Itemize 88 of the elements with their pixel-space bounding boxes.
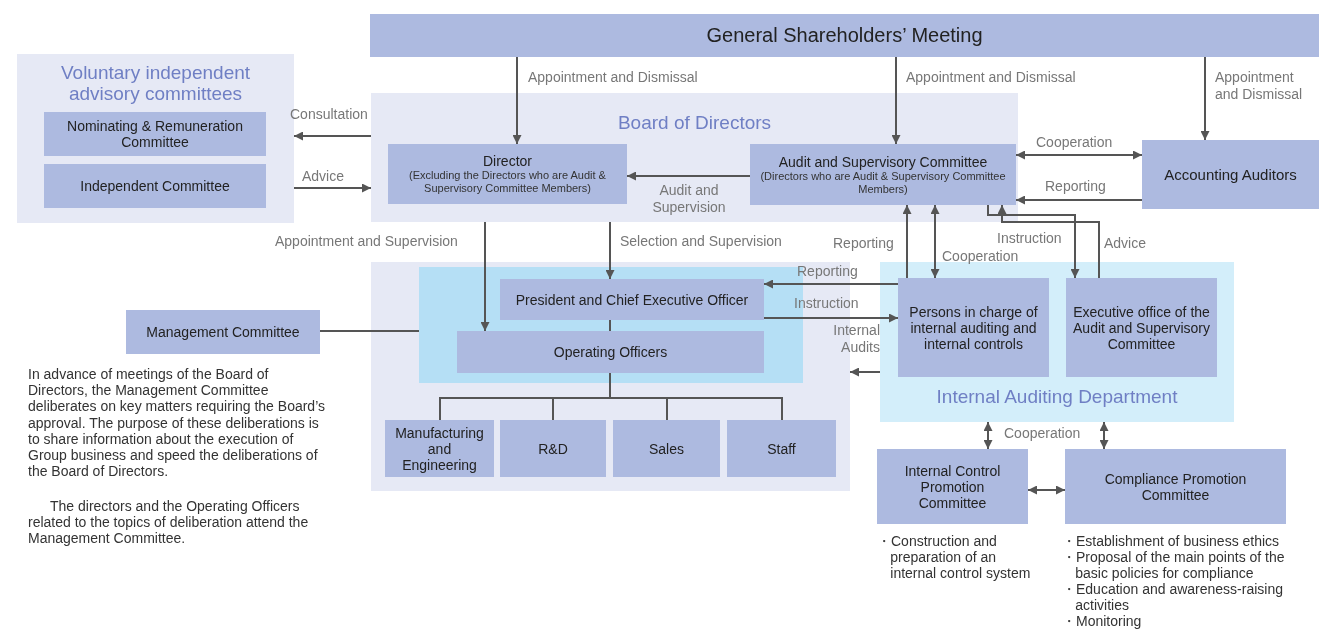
group-panel — [371, 93, 1018, 222]
edge-label: Appointment and Dismissal — [1215, 69, 1304, 103]
connector-line — [319, 330, 420, 332]
note-paragraph: In advance of meetings of the Board of Directors, the Management Committee deliberates on key matters requiring the Board’s approval. The purpose of these deliberations is to share information about the execution of Group business and speed the deliberations of the Board of Directors. — [28, 366, 326, 480]
edge-label: Appointment and Dismissal — [528, 69, 699, 86]
edge-label: Internal Audits — [832, 322, 880, 356]
process-box — [877, 449, 1028, 524]
edge-label: Instruction — [997, 230, 1063, 247]
node-label: President and Chief Executive Officer — [515, 291, 749, 308]
process-box — [1065, 449, 1286, 524]
edge-label: Appointment and Supervision — [275, 233, 459, 250]
arrow — [605, 221, 615, 280]
node-label: Accounting Auditors — [1164, 165, 1297, 184]
process-box — [613, 420, 720, 477]
arrow — [293, 131, 372, 141]
edge-label: Advice — [1104, 235, 1148, 252]
node-label: Sales — [649, 440, 684, 457]
edge-label: Cooperation — [1036, 134, 1114, 151]
edge-label: Advice — [302, 168, 346, 185]
process-box — [126, 310, 320, 354]
note-paragraph: The directors and the Operating Officers related to the topics of deliberation attend the Management Committee. — [28, 498, 310, 547]
node-label: Persons in charge of internal auditing and internal controls — [908, 303, 1039, 352]
edge-label: Selection and Supervision — [620, 233, 783, 250]
arrow — [849, 367, 881, 377]
arrow — [1015, 150, 1143, 160]
arrow — [293, 183, 372, 193]
process-box — [750, 144, 1016, 205]
arrow — [891, 56, 901, 145]
process-box — [500, 420, 606, 477]
arrow — [1099, 421, 1109, 450]
arrow — [763, 279, 899, 289]
arrow — [930, 204, 940, 279]
edge-label: Appointment and Dismissal — [906, 69, 1077, 86]
edge-label: Reporting — [1045, 178, 1107, 195]
node-label: Management Committee — [146, 324, 300, 340]
process-box — [370, 14, 1319, 57]
arrow — [512, 56, 522, 145]
node-label: Director — [483, 153, 532, 169]
node-label: Internal Control Promotion Committee — [903, 462, 1002, 511]
bullet-item: ・Monitoring — [1062, 613, 1143, 630]
arrow — [480, 221, 490, 332]
edge-label: Cooperation — [1004, 425, 1082, 442]
subtitle-text: (Excluding the Directors who are Audit & Supervisory Committee Members) — [408, 169, 607, 195]
node-label: Executive office of the Audit and Supervisory Committee — [1072, 303, 1211, 352]
bullet-item: ・Proposal of the main points of the basic policies for compliance — [1062, 549, 1286, 582]
edge-label: Reporting — [833, 235, 895, 252]
subtitle-text: (Directors who are Audit & Supervisory Committee Members) — [759, 169, 1007, 196]
bullet-item: ・Establishment of business ethics — [1062, 533, 1281, 550]
process-box — [1142, 140, 1319, 209]
edge-label: Audit and Supervision — [651, 182, 727, 216]
edge-label: Instruction — [794, 295, 860, 312]
process-box — [44, 164, 266, 208]
node-label: Staff — [767, 440, 796, 457]
edge-label: Cooperation — [942, 248, 1020, 265]
bullet-item: ・Construction and preparation of an internal control system — [877, 533, 1032, 582]
process-box — [388, 144, 627, 204]
node-label: General Shareholders’ Meeting — [706, 24, 983, 47]
bullet-item: ・Education and awareness-raising activities — [1062, 581, 1284, 614]
process-box — [727, 420, 836, 477]
process-box — [1066, 278, 1217, 377]
node-label: Operating Officers — [553, 344, 668, 360]
arrow — [902, 204, 912, 279]
arrow — [997, 204, 1100, 279]
process-box — [385, 420, 494, 477]
arrow — [983, 421, 993, 450]
edge-label: Reporting — [797, 263, 859, 280]
arrow — [1200, 56, 1210, 141]
process-box — [457, 331, 764, 373]
edge-label: Consultation — [290, 106, 369, 123]
group-title: Voluntary independent advisory committees — [59, 62, 252, 104]
process-box — [898, 278, 1049, 377]
group-title: Board of Directors — [616, 112, 773, 133]
node-label: Manufacturing and Engineering — [394, 424, 485, 473]
node-label: Audit and Supervisory Committee — [778, 153, 988, 170]
arrow — [1027, 485, 1066, 495]
group-panel — [880, 262, 1234, 422]
arrow — [763, 313, 899, 323]
arrow — [987, 204, 1080, 279]
group-title: Internal Auditing Department — [935, 386, 1179, 407]
connector-line — [609, 319, 611, 332]
process-box — [500, 279, 764, 320]
process-box — [44, 112, 266, 156]
node-label: R&D — [538, 440, 568, 457]
arrow — [1015, 195, 1143, 205]
arrow — [626, 171, 751, 181]
node-label: Compliance Promotion Committee — [1103, 470, 1248, 503]
node-label: Nominating & Remuneration Committee — [66, 118, 244, 150]
node-label: Independent Committee — [80, 178, 230, 194]
